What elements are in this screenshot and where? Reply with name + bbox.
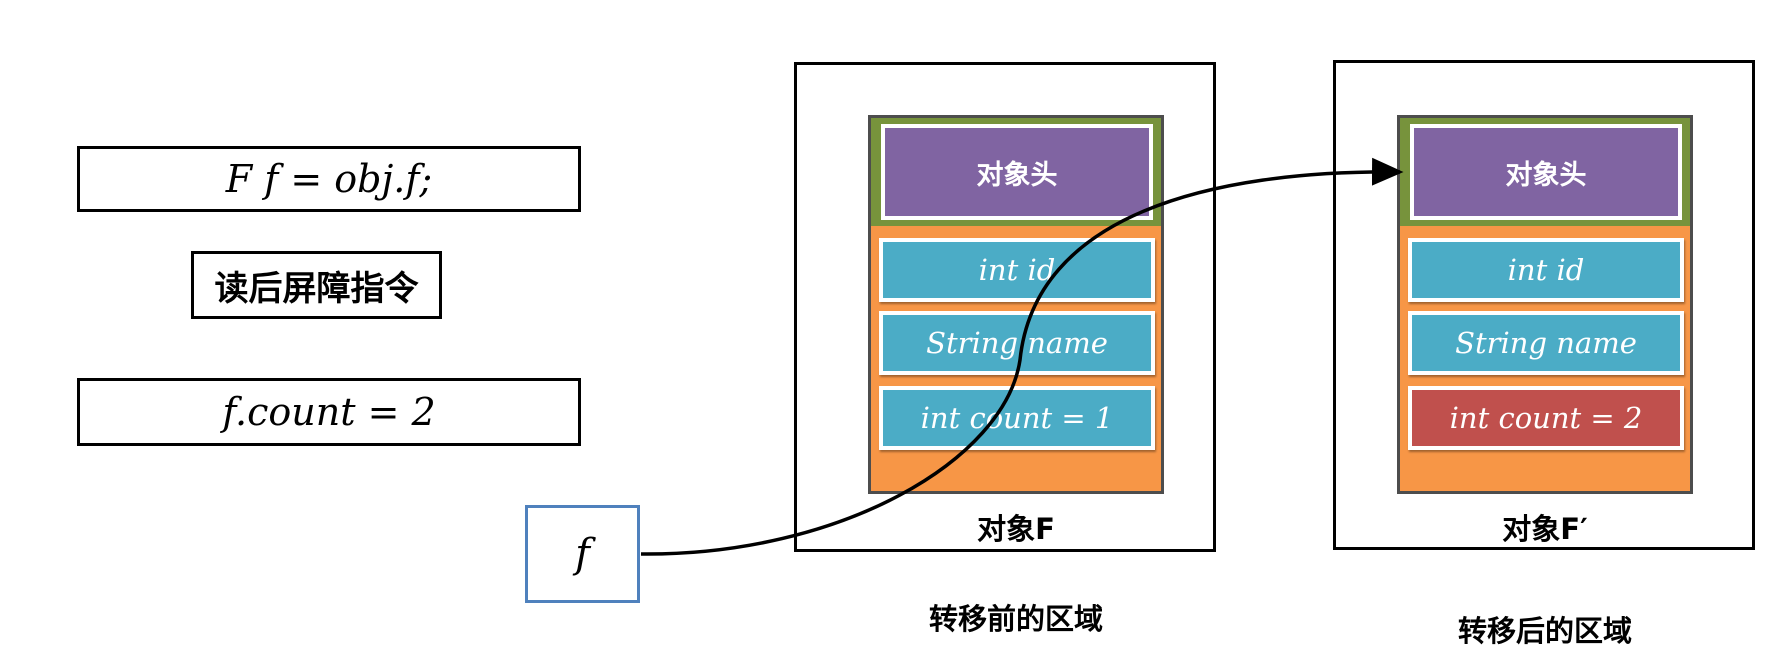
assign-code-box: F f = obj.f; [77,146,581,212]
reference-f-box: f [525,505,640,603]
object-f-caption: 对象F [977,512,1055,546]
object-f-prime-field-id: int id [1408,238,1684,302]
object-f-prime-header-label: 对象头 [1505,159,1587,191]
object-f-prime-caption: 对象F′ [1502,512,1588,546]
object-f-field-count-label: int count = 1 [920,401,1114,435]
object-f-prime-field-name: String name [1408,311,1684,375]
object-f-header: 对象头 [881,124,1153,220]
object-f-field-name-label: String name [926,326,1108,360]
read-barrier-label: 读后屏障指令 [214,268,419,309]
object-f-prime-field-count: int count = 2 [1408,386,1684,450]
object-f-prime-field-count-label: int count = 2 [1449,401,1643,435]
object-f-header-label: 对象头 [976,159,1058,191]
region-after-caption: 转移后的区域 [1457,614,1632,648]
object-f-field-name: String name [879,311,1155,375]
object-f: 对象头 int id String name int count = 1 [868,115,1164,494]
assign-code-text: F f = obj.f; [225,157,433,201]
read-barrier-label-box: 读后屏障指令 [191,251,442,319]
write-code-box: f.count = 2 [77,378,581,446]
object-f-field-id-label: int id [978,253,1056,287]
object-f-field-id: int id [879,238,1155,302]
object-f-prime-field-name-label: String name [1455,326,1637,360]
write-code-text: f.count = 2 [222,390,436,434]
object-f-prime-field-id-label: int id [1507,253,1585,287]
object-f-field-count: int count = 1 [879,386,1155,450]
object-f-prime: 对象头 int id String name int count = 2 [1397,115,1693,494]
object-f-prime-header: 对象头 [1410,124,1682,220]
region-before-caption: 转移前的区域 [928,602,1103,636]
reference-f-label: f [575,531,590,577]
